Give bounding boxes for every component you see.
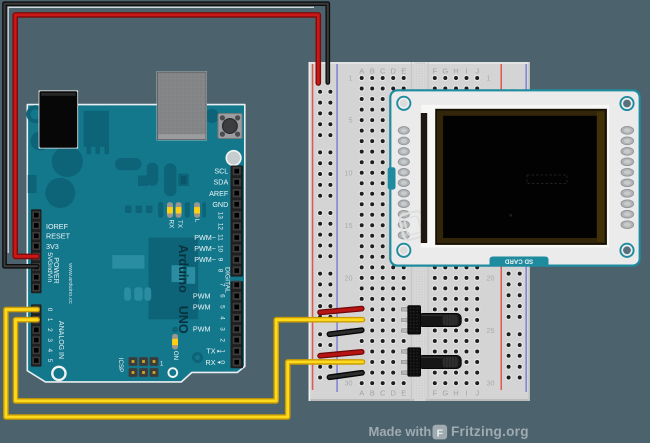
svg-text:3V3: 3V3 bbox=[46, 242, 59, 251]
svg-text:15: 15 bbox=[345, 221, 353, 230]
svg-text:2: 2 bbox=[46, 328, 53, 332]
svg-text:1: 1 bbox=[487, 74, 491, 83]
svg-text:C: C bbox=[380, 389, 386, 398]
svg-text:ICSP: ICSP bbox=[117, 358, 124, 372]
svg-text:SDA: SDA bbox=[214, 178, 229, 187]
svg-text:F: F bbox=[433, 389, 438, 398]
svg-text:7: 7 bbox=[219, 283, 226, 287]
svg-text:E: E bbox=[401, 389, 406, 398]
svg-text:0: 0 bbox=[46, 308, 53, 312]
svg-text:3: 3 bbox=[46, 338, 53, 342]
svg-text:UNO: UNO bbox=[176, 306, 190, 334]
svg-text:2: 2 bbox=[219, 338, 226, 342]
svg-text:H: H bbox=[453, 67, 458, 76]
svg-text:25: 25 bbox=[487, 326, 495, 335]
svg-text:F: F bbox=[433, 67, 438, 76]
svg-text:1: 1 bbox=[219, 349, 226, 353]
svg-text:ANALOG IN: ANALOG IN bbox=[57, 321, 64, 359]
svg-text:SCL: SCL bbox=[214, 167, 228, 176]
svg-text:D: D bbox=[390, 389, 396, 398]
svg-text:L: L bbox=[193, 219, 200, 223]
svg-text:RX: RX bbox=[206, 358, 216, 367]
svg-text:H: H bbox=[453, 389, 458, 398]
svg-text:10: 10 bbox=[216, 245, 223, 253]
svg-text:C: C bbox=[380, 67, 386, 76]
svg-text:TX: TX bbox=[176, 220, 183, 228]
svg-text:10: 10 bbox=[345, 168, 353, 177]
svg-text:RESET: RESET bbox=[46, 232, 71, 241]
svg-text:5: 5 bbox=[349, 116, 353, 125]
svg-text:5V: 5V bbox=[46, 252, 53, 261]
svg-text:4: 4 bbox=[46, 349, 53, 353]
svg-text:A: A bbox=[359, 389, 364, 398]
svg-text:POWER: POWER bbox=[52, 257, 59, 283]
svg-text:RX: RX bbox=[167, 220, 174, 229]
svg-text:5: 5 bbox=[46, 359, 53, 363]
svg-text:Fritzing.org: Fritzing.org bbox=[451, 424, 529, 439]
svg-text:9: 9 bbox=[216, 258, 223, 262]
svg-text:D: D bbox=[390, 67, 396, 76]
svg-text:13: 13 bbox=[216, 212, 223, 220]
svg-text:ON: ON bbox=[172, 351, 179, 360]
svg-text:GND: GND bbox=[212, 200, 228, 209]
svg-text:30: 30 bbox=[487, 379, 495, 388]
svg-text:Vin: Vin bbox=[46, 273, 53, 283]
svg-text:12: 12 bbox=[216, 223, 223, 231]
svg-text:11: 11 bbox=[216, 234, 223, 241]
svg-text:Arduino: Arduino bbox=[176, 245, 190, 294]
svg-text:20: 20 bbox=[345, 274, 353, 283]
svg-text:4: 4 bbox=[219, 316, 226, 320]
svg-text:TX: TX bbox=[206, 347, 215, 356]
svg-text:IOREF: IOREF bbox=[46, 222, 69, 231]
svg-text:PWM~: PWM~ bbox=[194, 255, 216, 264]
svg-text:G: G bbox=[442, 389, 448, 398]
svg-text:DIGITAL: DIGITAL bbox=[224, 267, 231, 293]
svg-text:6: 6 bbox=[219, 294, 226, 298]
svg-text:PWM~: PWM~ bbox=[194, 233, 216, 242]
svg-text:1: 1 bbox=[349, 74, 353, 83]
svg-text:30: 30 bbox=[345, 379, 353, 388]
svg-text:1: 1 bbox=[46, 318, 53, 322]
svg-text:B: B bbox=[370, 67, 375, 76]
svg-text:3: 3 bbox=[219, 327, 226, 331]
svg-text:I: I bbox=[465, 389, 467, 398]
svg-text:8: 8 bbox=[216, 269, 223, 273]
svg-text:5: 5 bbox=[219, 305, 226, 309]
svg-text:PWM: PWM bbox=[193, 292, 211, 301]
svg-text:SD CARD: SD CARD bbox=[504, 257, 533, 264]
svg-text:PWM~: PWM~ bbox=[194, 244, 216, 253]
svg-text:B: B bbox=[370, 389, 375, 398]
svg-text:F: F bbox=[437, 427, 444, 439]
svg-text:PWM: PWM bbox=[193, 303, 211, 312]
svg-text:A: A bbox=[359, 67, 364, 76]
svg-text:G: G bbox=[442, 67, 448, 76]
svg-text:J: J bbox=[475, 67, 479, 76]
svg-text:I: I bbox=[465, 67, 467, 76]
svg-text:AREF: AREF bbox=[209, 189, 229, 198]
svg-text:J: J bbox=[475, 389, 479, 398]
svg-text:20: 20 bbox=[487, 274, 495, 283]
svg-text:Made with: Made with bbox=[369, 424, 432, 439]
svg-text:Gnd: Gnd bbox=[46, 260, 53, 273]
svg-text:1: 1 bbox=[160, 362, 164, 368]
svg-text:www.arduino.cc: www.arduino.cc bbox=[67, 262, 73, 304]
svg-text:E: E bbox=[401, 67, 406, 76]
svg-text:PWM: PWM bbox=[193, 325, 211, 334]
svg-text:0: 0 bbox=[219, 360, 226, 364]
